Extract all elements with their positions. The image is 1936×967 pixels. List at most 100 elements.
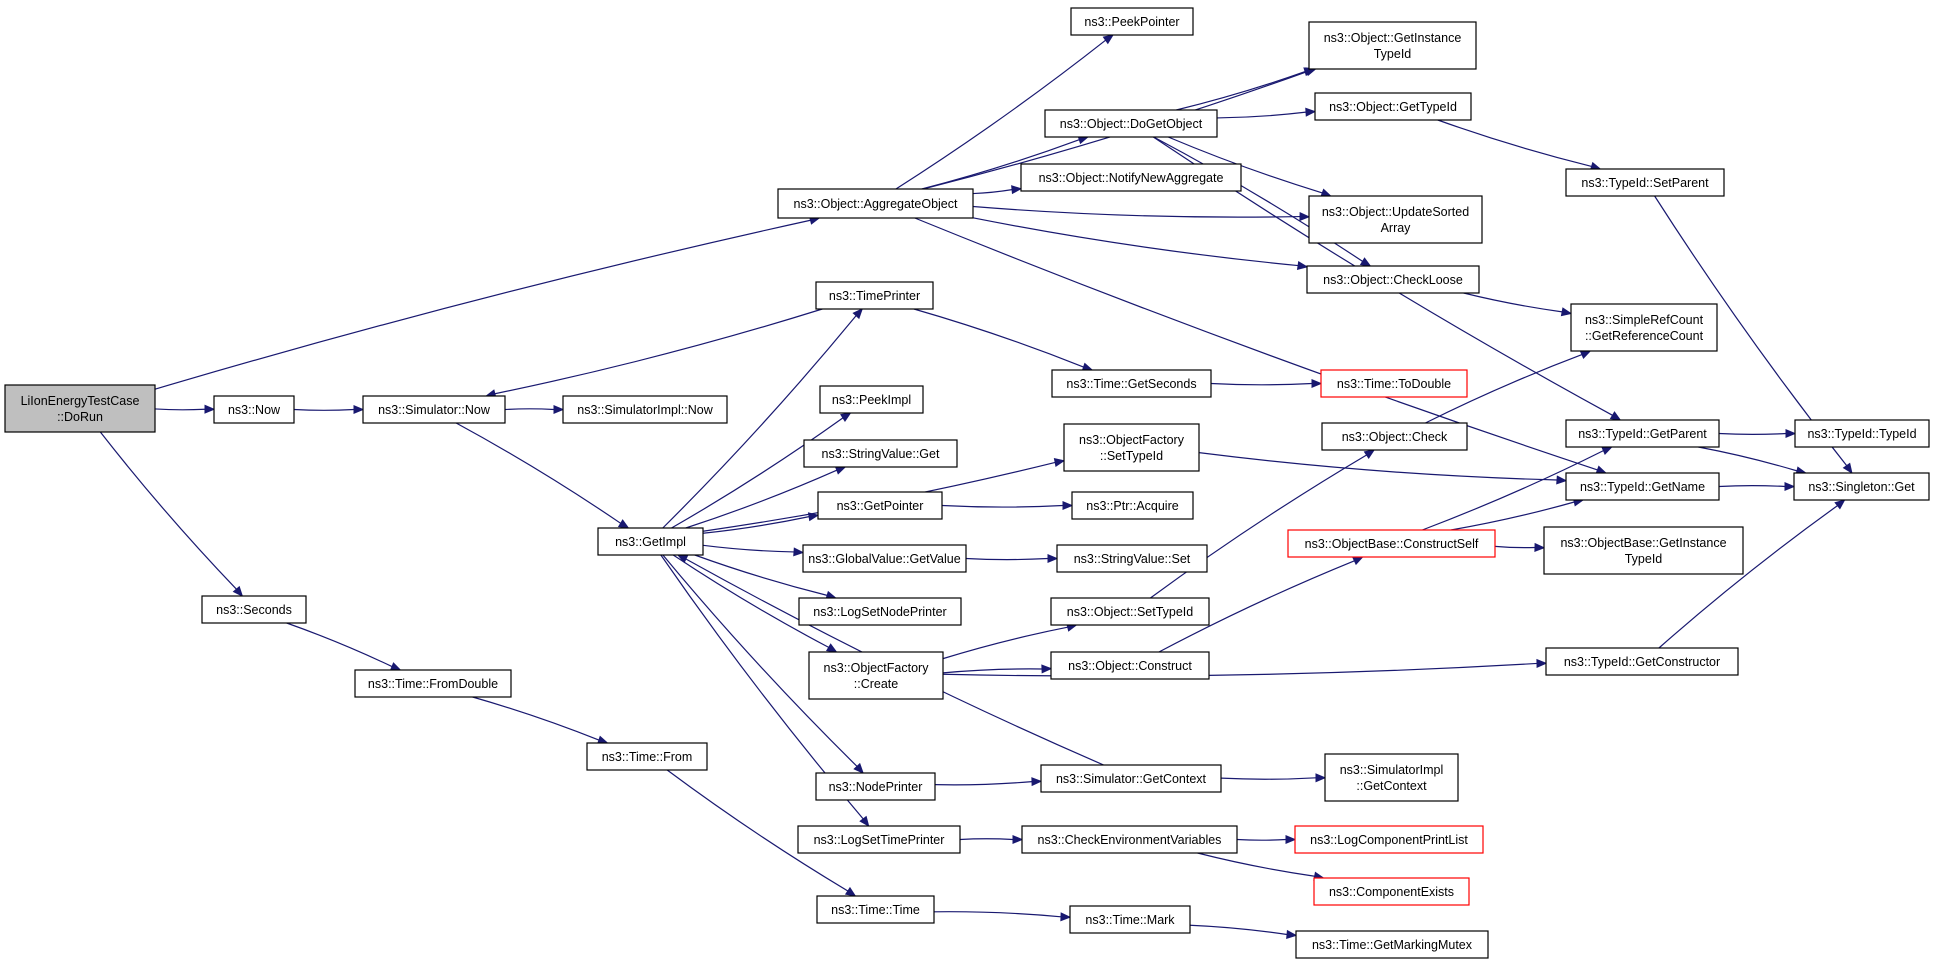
node-simimplgetcontext[interactable]: ns3::SimulatorImpl::GetContext <box>1324 753 1459 802</box>
node-stringvalueset[interactable]: ns3::StringValue::Set <box>1056 544 1208 573</box>
node-aggobj[interactable]: ns3::Object::AggregateObject <box>777 188 974 219</box>
node-label: ns3::PeekImpl <box>832 393 911 407</box>
node-label: TypeId <box>1374 47 1412 61</box>
node-label: ns3::Time::Time <box>831 903 920 917</box>
edge-arrowhead <box>1053 458 1066 467</box>
node-box <box>1044 109 1218 138</box>
node-box <box>213 395 295 424</box>
node-label: ns3::Object::SetTypeId <box>1067 605 1194 619</box>
edge-checkenv-to-compexists <box>1197 852 1315 877</box>
edge-simnow-to-simimplnow <box>504 408 555 411</box>
node-getimpl[interactable]: ns3::GetImpl <box>597 527 704 556</box>
node-box <box>1324 753 1459 802</box>
node-checkloose[interactable]: ns3::Object::CheckLoose <box>1306 265 1480 294</box>
node-box <box>1070 7 1194 36</box>
node-checkenv[interactable]: ns3::CheckEnvironmentVariables <box>1021 825 1238 854</box>
node-objconstruct[interactable]: ns3::Object::Construct <box>1050 651 1210 680</box>
edge-ofcreate-to-typeidgetctor <box>942 662 1538 677</box>
node-label: ns3::Object::UpdateSorted <box>1322 205 1469 219</box>
node-getmarkingmutex[interactable]: ns3::Time::GetMarkingMutex <box>1295 930 1489 959</box>
node-nodeprinter[interactable]: ns3::NodePrinter <box>815 772 936 801</box>
node-objsettypeid[interactable]: ns3::Object::SetTypeId <box>1050 597 1210 626</box>
node-compexists[interactable]: ns3::ComponentExists <box>1313 877 1470 906</box>
node-objgettypeid[interactable]: ns3::Object::GetTypeId <box>1314 92 1472 121</box>
node-timemark[interactable]: ns3::Time::Mark <box>1069 905 1191 934</box>
node-constructself[interactable]: ns3::ObjectBase::ConstructSelf <box>1287 529 1496 558</box>
node-stringvalueget[interactable]: ns3::StringValue::Get <box>803 439 958 468</box>
edge-arrowhead <box>840 412 852 422</box>
node-todouble[interactable]: ns3::Time::ToDouble <box>1320 369 1468 398</box>
node-label: ns3::CheckEnvironmentVariables <box>1038 833 1222 847</box>
node-label: ns3::Simulator::GetContext <box>1056 772 1207 786</box>
node-now[interactable]: ns3::Now <box>213 395 295 424</box>
edge-arrowhead <box>1785 428 1797 439</box>
node-dorun[interactable]: LiIonEnergyTestCase::DoRun <box>4 384 156 433</box>
node-box <box>1314 92 1472 121</box>
node-box <box>1050 651 1210 680</box>
edge-arrowhead <box>1556 475 1568 485</box>
node-ofsettypeid[interactable]: ns3::ObjectFactory::SetTypeId <box>1063 423 1200 472</box>
node-logsettimeprinter[interactable]: ns3::LogSetTimePrinter <box>797 825 961 854</box>
edge-arrowhead <box>1536 658 1548 668</box>
node-logcompprintlist[interactable]: ns3::LogComponentPrintList <box>1294 825 1484 854</box>
node-timetime[interactable]: ns3::Time::Time <box>816 895 935 924</box>
node-label: ns3::Time::Mark <box>1085 913 1175 927</box>
edge-arrowhead <box>859 815 870 828</box>
node-typeidtypeid[interactable]: ns3::TypeId::TypeId <box>1794 419 1930 448</box>
edge-simnow-to-getimpl <box>455 422 622 524</box>
edge-aggobj-to-dogetobject <box>921 139 1080 190</box>
node-typeidgetname[interactable]: ns3::TypeId::GetName <box>1565 472 1720 501</box>
node-timeprinter[interactable]: ns3::TimePrinter <box>815 281 934 310</box>
edge-dogetobject-to-checkloose <box>1153 136 1363 262</box>
edge-getimpl-to-ofcreate <box>672 554 829 648</box>
edge-checkloose-to-getrefcount <box>1463 292 1563 313</box>
node-label: ns3::LogSetTimePrinter <box>814 833 945 847</box>
edge-aggobj-to-peekpointer <box>895 39 1107 190</box>
node-box <box>597 527 704 556</box>
edge-arrowhead <box>1296 260 1309 270</box>
node-ptracquire[interactable]: ns3::Ptr::Acquire <box>1071 491 1194 520</box>
node-getrefcount[interactable]: ns3::SimpleRefCount::GetReferenceCount <box>1570 303 1718 352</box>
node-seconds[interactable]: ns3::Seconds <box>201 595 307 624</box>
node-box <box>1308 21 1477 70</box>
node-label: ns3::ObjectFactory <box>824 661 930 675</box>
node-dogetobject[interactable]: ns3::Object::DoGetObject <box>1044 109 1218 138</box>
node-fromdouble[interactable]: ns3::Time::FromDouble <box>354 669 512 698</box>
node-objcheck[interactable]: ns3::Object::Check <box>1321 422 1468 451</box>
node-singletonget[interactable]: ns3::Singleton::Get <box>1793 472 1930 501</box>
node-box <box>201 595 307 624</box>
node-label: ns3::Time::ToDouble <box>1337 377 1451 391</box>
node-box <box>808 651 944 700</box>
edge-arrowhead <box>1305 107 1317 117</box>
edge-arrowhead <box>1315 773 1327 783</box>
node-peekimpl[interactable]: ns3::PeekImpl <box>819 385 924 414</box>
node-setparent[interactable]: ns3::TypeId::SetParent <box>1565 168 1725 197</box>
node-notifynewagg[interactable]: ns3::Object::NotifyNewAggregate <box>1020 163 1242 192</box>
node-peekpointer[interactable]: ns3::PeekPointer <box>1070 7 1194 36</box>
node-gvgetvalue[interactable]: ns3::GlobalValue::GetValue <box>802 544 967 573</box>
node-getseconds[interactable]: ns3::Time::GetSeconds <box>1051 369 1212 398</box>
node-simimplnow[interactable]: ns3::SimulatorImpl::Now <box>562 395 728 424</box>
edge-arrowhead <box>1286 929 1298 939</box>
node-ofcreate[interactable]: ns3::ObjectFactory::Create <box>808 651 944 700</box>
node-simgetcontext[interactable]: ns3::Simulator::GetContext <box>1040 764 1222 793</box>
node-from[interactable]: ns3::Time::From <box>586 742 708 771</box>
edge-arrowhead <box>232 585 244 597</box>
node-typeidgetctor[interactable]: ns3::TypeId::GetConstructor <box>1545 647 1739 676</box>
node-getpointer[interactable]: ns3::GetPointer <box>817 491 943 520</box>
node-box <box>354 669 512 698</box>
node-label: ns3::GetImpl <box>615 535 686 549</box>
node-label: ::SetTypeId <box>1100 449 1163 463</box>
edge-from-to-timetime <box>666 769 849 892</box>
node-label: ns3::TypeId::SetParent <box>1581 176 1709 190</box>
node-label: ns3::Simulator::Now <box>378 403 491 417</box>
node-logsetnodeprinter[interactable]: ns3::LogSetNodePrinter <box>798 597 962 626</box>
node-label: ns3::Seconds <box>216 603 292 617</box>
node-simnow[interactable]: ns3::Simulator::Now <box>362 395 506 424</box>
node-typeidgetparent[interactable]: ns3::TypeId::GetParent <box>1565 419 1720 448</box>
node-label: ns3::TypeId::GetParent <box>1578 427 1707 441</box>
edge-arrowhead <box>825 643 838 653</box>
